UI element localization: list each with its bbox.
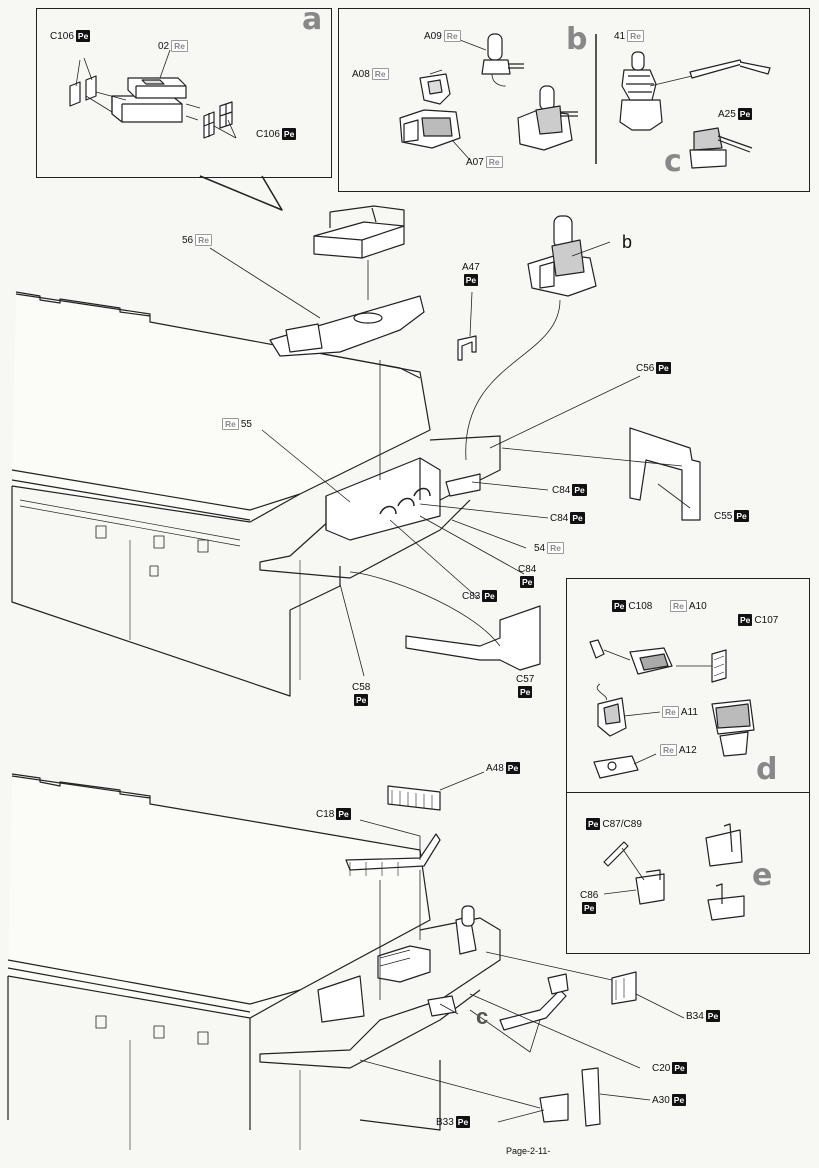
part-c107 <box>711 649 727 683</box>
hull-deck-top <box>11 291 431 697</box>
page-number: Page-2-11- <box>506 1146 551 1156</box>
panel-b-c <box>338 8 810 192</box>
panel-letter-d: d <box>756 752 778 787</box>
callout-letter-c: c <box>476 1004 489 1029</box>
part-c55-c57-c58 <box>405 427 701 671</box>
panel-letter-a: a <box>302 2 323 37</box>
panel-a <box>36 8 332 178</box>
callout-letter-b: b <box>622 232 633 252</box>
panel-letter-b: b <box>566 22 588 57</box>
panel-letter-e: e <box>752 858 773 893</box>
part-a10-radar <box>629 647 673 675</box>
railings-b34-c20-a30-b33 <box>499 971 637 1127</box>
railings-a48-c18 <box>345 785 441 876</box>
part-a12-base <box>593 755 639 779</box>
hull-deck-bottom <box>7 773 431 1150</box>
panel-letter-c: c <box>664 144 682 179</box>
part-c108 <box>589 639 605 659</box>
part-c86 <box>635 869 665 905</box>
part-a47 <box>457 335 477 361</box>
part-a11 <box>597 697 627 737</box>
assembled-gun-b <box>517 85 578 151</box>
callout-b-gun <box>527 215 597 297</box>
part-a09-gun-mount <box>481 33 524 87</box>
radar-housing-55 <box>313 205 405 259</box>
part-41-turret <box>619 51 663 131</box>
part-02-radar-housing <box>111 77 187 123</box>
panel-d-e <box>566 578 810 954</box>
island-bottom <box>259 905 501 1131</box>
part-a08-bracket <box>419 73 451 105</box>
part-a25-barrel <box>649 59 771 87</box>
island-sponson-top <box>259 295 501 579</box>
assembled-e <box>705 823 745 921</box>
assembled-radar-d <box>711 699 755 757</box>
assembled-turret-c <box>689 127 753 169</box>
part-a07-base <box>399 109 461 149</box>
panel-divider-d-e <box>566 792 810 793</box>
